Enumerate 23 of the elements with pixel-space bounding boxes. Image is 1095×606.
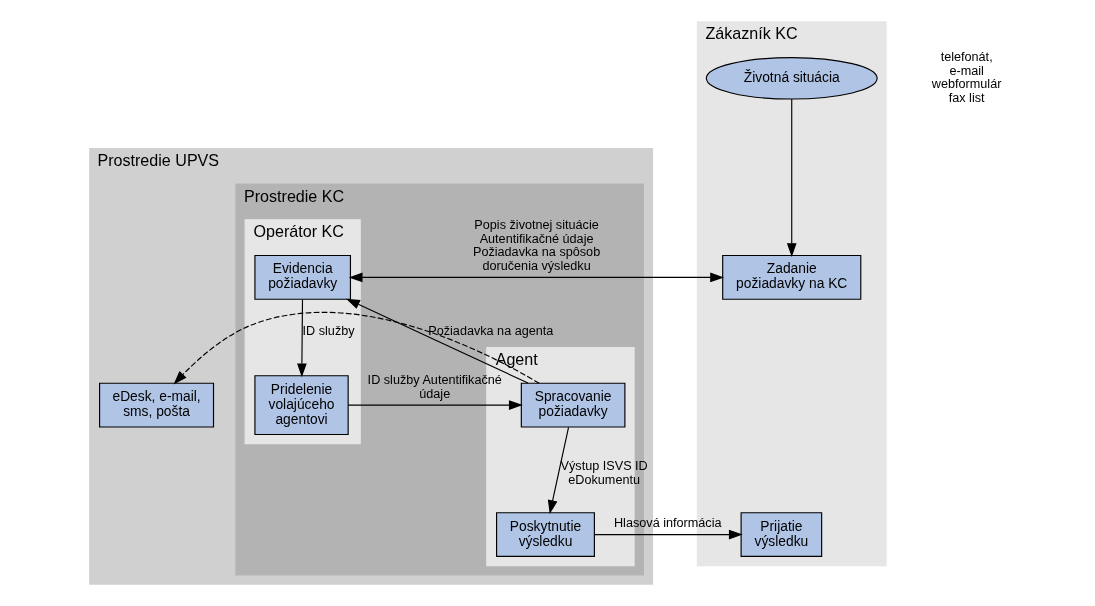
edge-label: ID služby: [302, 323, 355, 338]
arrow: [786, 98, 797, 257]
node-box: Poskytnutie výsledku: [496, 512, 595, 557]
label: telefonát, e-mail webformulár fax list: [931, 49, 1002, 106]
node-box: eDesk, e-mail, sms, pošta: [99, 382, 215, 428]
arrow: [348, 272, 725, 283]
arrow: [346, 298, 529, 384]
arrow: [547, 426, 570, 515]
arrow: [347, 400, 523, 410]
arrow: [594, 529, 743, 540]
node-box: Pridelenie volajúceho agentovi: [254, 375, 349, 436]
edge-label: Výstup ISVS ID eDokumentu: [560, 458, 648, 487]
edge-label: Požiadavka na agenta: [428, 323, 554, 338]
node-box: Evidencia požiadavky: [254, 254, 351, 300]
edge-label: ID služby Autentifikačné údaje: [367, 373, 502, 401]
arrow: [297, 299, 307, 378]
edge-label: Popis životnej situácie Autentifikačné údaje Požiadavka na spôsob doručenia výsledku: [472, 217, 601, 274]
node-box: Spracovanie požiadavky: [520, 382, 626, 428]
node-box: Zadanie požiadavky na KC: [722, 254, 862, 300]
edge-label: Hlasová informácia: [614, 516, 722, 531]
node-box: Prijatie výsledku: [740, 512, 823, 557]
arrow: [173, 312, 540, 385]
node-ellipse: Životná situácia: [705, 57, 878, 100]
